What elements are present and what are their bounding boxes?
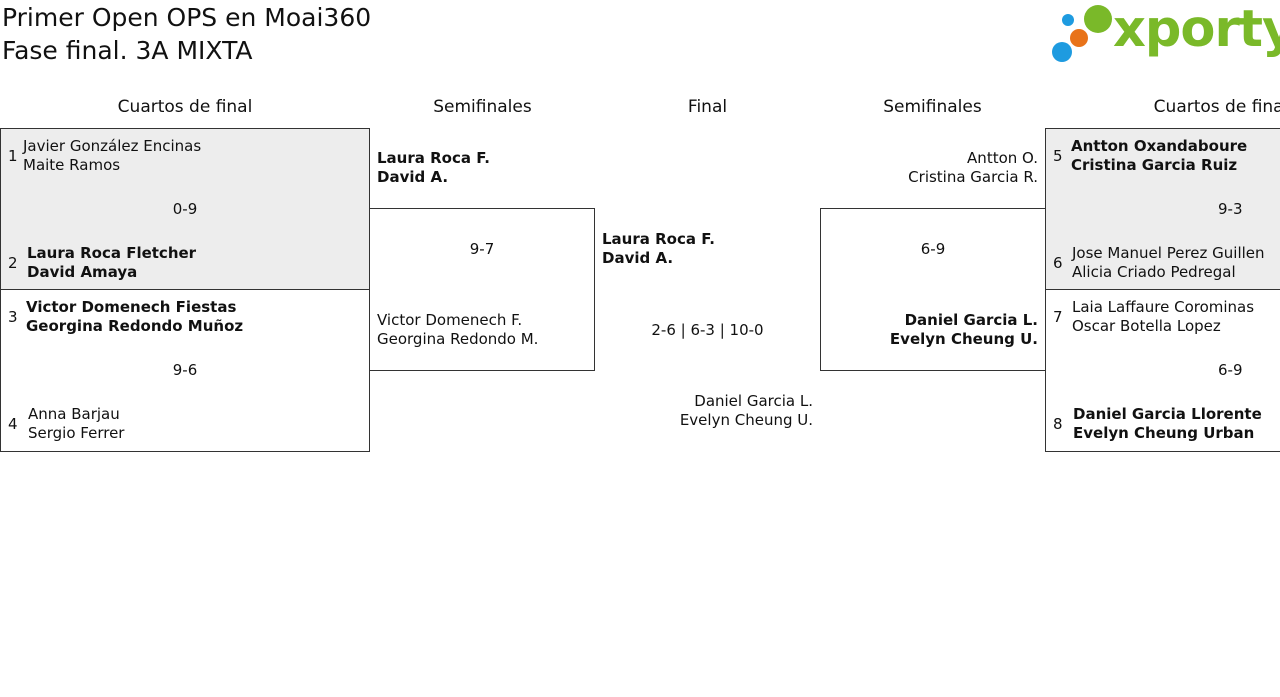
match-score: 9-3 <box>1218 200 1243 218</box>
seed-number: 7 <box>1053 308 1063 326</box>
player-name: Georgina Redondo M. <box>377 330 539 348</box>
team-top: Javier González Encinas Maite Ramos <box>23 137 201 175</box>
logo-dot-green <box>1084 5 1112 33</box>
player-name: Victor Domenech Fiestas <box>26 298 237 316</box>
player-name: Laia Laffaure Corominas <box>1072 298 1255 316</box>
heading-final: Final <box>687 97 728 117</box>
semi-right-team-top: Antton O. Cristina Garcia R. <box>830 149 1038 187</box>
page-subtitle: Fase final. 3A MIXTA <box>2 36 253 65</box>
player-name: David Amaya <box>27 263 138 281</box>
player-name: Anna Barjau <box>28 405 120 423</box>
player-name: Antton O. <box>967 149 1038 167</box>
team-bottom-winner: Daniel Garcia Llorente Evelyn Cheung Urb… <box>1073 405 1262 443</box>
team-bottom-winner: Laura Roca Fletcher David Amaya <box>27 244 196 282</box>
heading-left-quarters: Cuartos de final <box>117 97 253 117</box>
seed-number: 6 <box>1053 254 1063 272</box>
player-name: Georgina Redondo Muñoz <box>26 317 244 335</box>
match-left-semifinal[interactable]: 9-7 Victor Domenech F. Georgina Redondo … <box>369 208 595 371</box>
player-name: Laura Roca Fletcher <box>27 244 197 262</box>
seed-number: 1 <box>8 147 18 165</box>
player-name: Cristina Garcia Ruiz <box>1071 156 1238 174</box>
match-right-quarter-2[interactable]: 7 Laia Laffaure Corominas Oscar Botella … <box>1045 289 1280 452</box>
player-name: Daniel Garcia Llorente <box>1073 405 1262 423</box>
team-bottom: Jose Manuel Perez Guillen Alicia Criado … <box>1072 244 1265 282</box>
seed-number: 4 <box>8 415 18 433</box>
team-bottom: Anna Barjau Sergio Ferrer <box>28 405 124 443</box>
seed-number: 3 <box>8 308 18 326</box>
player-name: Daniel Garcia L. <box>694 392 813 410</box>
team-top: Laia Laffaure Corominas Oscar Botella Lo… <box>1072 298 1254 336</box>
heading-left-semis: Semifinales <box>433 97 532 117</box>
player-name: Sergio Ferrer <box>28 424 125 442</box>
player-name: Alicia Criado Pedregal <box>1072 263 1236 281</box>
player-name: David A. <box>602 249 674 267</box>
logo-dot-blue <box>1062 14 1074 26</box>
heading-right-semis: Semifinales <box>883 97 982 117</box>
player-name: David A. <box>377 168 449 186</box>
match-score: 9-6 <box>172 361 198 379</box>
semi-left-team-top-winner: Laura Roca F. David A. <box>377 149 490 187</box>
player-name: Evelyn Cheung Urban <box>1073 424 1255 442</box>
player-name: Maite Ramos <box>23 156 121 174</box>
match-left-quarter-2[interactable]: 3 Victor Domenech Fiestas Georgina Redon… <box>0 289 370 452</box>
player-name: Oscar Botella Lopez <box>1072 317 1221 335</box>
match-score: 9-7 <box>469 240 495 258</box>
player-name: Evelyn Cheung U. <box>679 411 813 429</box>
final-team-bottom: Daniel Garcia L. Evelyn Cheung U. <box>600 392 813 430</box>
team-top-winner: Antton Oxandaboure Cristina Garcia Ruiz <box>1071 137 1247 175</box>
match-score: 0-9 <box>172 200 198 218</box>
heading-right-quarters: Cuartos de final <box>1153 97 1280 117</box>
team-bottom: Victor Domenech F. Georgina Redondo M. <box>377 311 538 349</box>
player-name: Laura Roca F. <box>377 149 490 167</box>
player-name: Antton Oxandaboure <box>1071 137 1248 155</box>
match-right-semifinal[interactable]: 6-9 Daniel Garcia L. Evelyn Cheung U. <box>820 208 1046 371</box>
player-name: Javier González Encinas <box>23 137 202 155</box>
final-score[interactable]: 2-6 | 6-3 | 10-0 <box>651 321 764 339</box>
player-name: Jose Manuel Perez Guillen <box>1072 244 1265 262</box>
match-score: 6-9 <box>1218 361 1243 379</box>
page-title: Primer Open OPS en Moai360 <box>2 3 372 32</box>
logo-wordmark: xporty <box>1113 0 1280 59</box>
team-bottom-winner: Daniel Garcia L. Evelyn Cheung U. <box>831 311 1038 349</box>
match-score: 6-9 <box>920 240 946 258</box>
player-name: Daniel Garcia L. <box>904 311 1038 329</box>
logo-dot-blue-large <box>1052 42 1072 62</box>
player-name: Evelyn Cheung U. <box>889 330 1038 348</box>
seed-number: 8 <box>1053 415 1063 433</box>
seed-number: 2 <box>8 254 18 272</box>
player-name: Laura Roca F. <box>602 230 715 248</box>
seed-number: 5 <box>1053 147 1063 165</box>
team-top-winner: Victor Domenech Fiestas Georgina Redondo… <box>26 298 243 336</box>
logo-dot-orange <box>1070 29 1088 47</box>
final-team-top-winner: Laura Roca F. David A. <box>602 230 715 268</box>
match-right-quarter-1[interactable]: 5 Antton Oxandaboure Cristina Garcia Rui… <box>1045 128 1280 290</box>
match-left-quarter-1[interactable]: 1 Javier González Encinas Maite Ramos 0-… <box>0 128 370 290</box>
player-name: Cristina Garcia R. <box>908 168 1038 186</box>
player-name: Victor Domenech F. <box>377 311 523 329</box>
xporty-logo[interactable]: xporty <box>1050 0 1280 68</box>
